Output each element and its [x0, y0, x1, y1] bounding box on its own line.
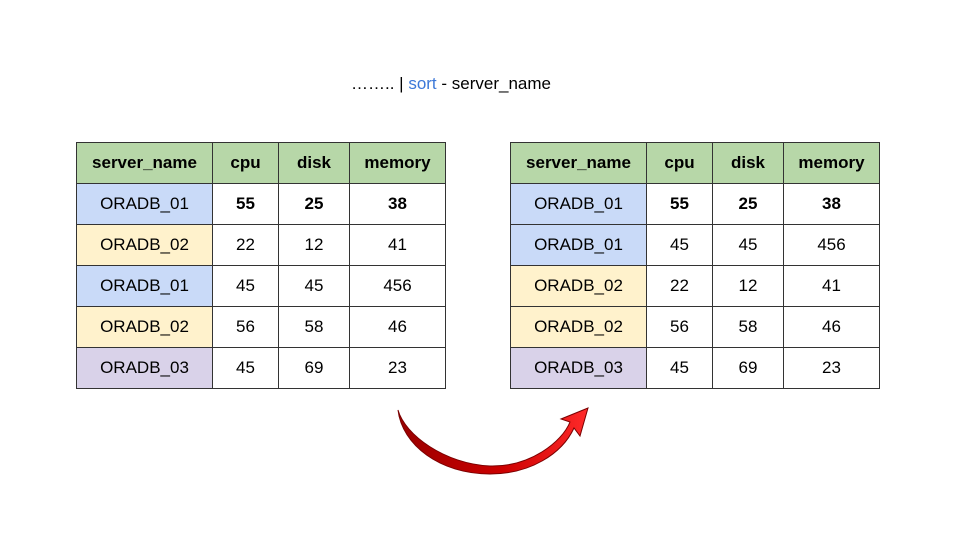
- cell-memory: 38: [349, 183, 446, 225]
- cell-cpu: 22: [646, 265, 713, 307]
- cell-cpu: 45: [212, 265, 279, 307]
- cell-server-name: ORADB_03: [76, 347, 213, 389]
- header-row: server_name cpu disk memory: [510, 142, 880, 184]
- cell-disk: 69: [712, 347, 784, 389]
- cell-disk: 69: [278, 347, 350, 389]
- cell-cpu: 56: [212, 306, 279, 348]
- cell-disk: 12: [278, 224, 350, 266]
- cell-server-name: ORADB_01: [510, 183, 647, 225]
- caption-suffix: - server_name: [436, 74, 551, 93]
- header-row: server_name cpu disk memory: [76, 142, 446, 184]
- header-cell: disk: [712, 142, 784, 184]
- cell-disk: 58: [278, 306, 350, 348]
- cell-memory: 23: [349, 347, 446, 389]
- header-cell: cpu: [212, 142, 279, 184]
- cell-server-name: ORADB_01: [76, 265, 213, 307]
- cell-memory: 46: [349, 306, 446, 348]
- cell-disk: 45: [712, 224, 784, 266]
- caption-prefix: …….. |: [351, 74, 409, 93]
- cell-cpu: 55: [212, 183, 279, 225]
- header-cell: server_name: [76, 142, 213, 184]
- cell-server-name: ORADB_03: [510, 347, 647, 389]
- cell-memory: 41: [783, 265, 880, 307]
- cell-cpu: 56: [646, 306, 713, 348]
- cell-memory: 456: [783, 224, 880, 266]
- cell-disk: 45: [278, 265, 350, 307]
- cell-cpu: 45: [212, 347, 279, 389]
- cell-memory: 41: [349, 224, 446, 266]
- curved-arrow-icon: [397, 407, 589, 475]
- header-cell: memory: [783, 142, 880, 184]
- header-cell: cpu: [646, 142, 713, 184]
- cell-memory: 23: [783, 347, 880, 389]
- caption-command: sort: [408, 74, 437, 93]
- cell-memory: 456: [349, 265, 446, 307]
- cell-disk: 25: [278, 183, 350, 225]
- cell-disk: 25: [712, 183, 784, 225]
- cell-cpu: 45: [646, 224, 713, 266]
- command-caption: …….. | sort - server_name: [0, 73, 902, 95]
- cell-memory: 38: [783, 183, 880, 225]
- cell-server-name: ORADB_02: [76, 306, 213, 348]
- cell-cpu: 45: [646, 347, 713, 389]
- cell-server-name: ORADB_01: [76, 183, 213, 225]
- cell-cpu: 22: [212, 224, 279, 266]
- cell-disk: 12: [712, 265, 784, 307]
- header-cell: disk: [278, 142, 350, 184]
- header-cell: server_name: [510, 142, 647, 184]
- cell-server-name: ORADB_02: [510, 306, 647, 348]
- cell-memory: 46: [783, 306, 880, 348]
- cell-server-name: ORADB_01: [510, 224, 647, 266]
- cell-server-name: ORADB_02: [510, 265, 647, 307]
- cell-server-name: ORADB_02: [76, 224, 213, 266]
- header-cell: memory: [349, 142, 446, 184]
- cell-cpu: 55: [646, 183, 713, 225]
- cell-disk: 58: [712, 306, 784, 348]
